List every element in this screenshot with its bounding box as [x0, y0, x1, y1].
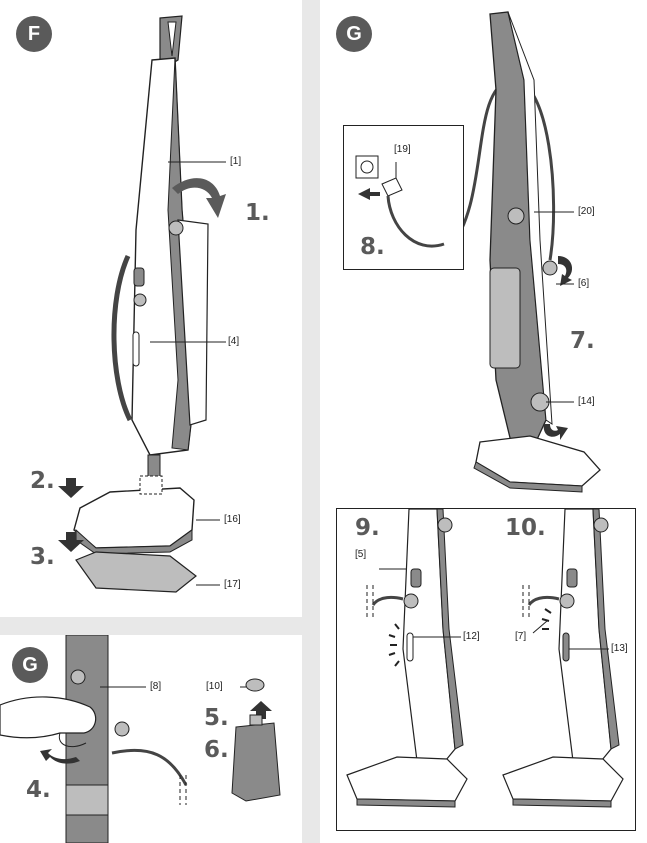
callout-label: [6] — [578, 278, 590, 289]
panel-g-main-badge: G — [336, 16, 372, 52]
step-number: 2. — [30, 468, 55, 494]
down-arrow — [58, 532, 84, 552]
down-arrow — [58, 478, 84, 498]
panel-f: F 1. 2. 3. [1] [4] — [0, 0, 302, 617]
step-number: 10. — [505, 515, 546, 541]
callout-label: [1] — [230, 156, 242, 167]
water-tank — [177, 219, 209, 426]
up-arrow — [250, 701, 272, 719]
step-number: 4. — [26, 777, 51, 803]
rotate-arrow — [172, 178, 226, 218]
power-cord — [111, 254, 133, 422]
callout-label: [5] — [355, 549, 367, 560]
panel-g-small: G 4. 5. 6. [8] [10] — [0, 635, 302, 843]
step-number: 1. — [245, 200, 270, 226]
step-number: 9. — [355, 515, 380, 541]
panel-f-badge: F — [16, 16, 52, 52]
callout-label: [8] — [150, 681, 162, 692]
water-tank — [231, 722, 281, 802]
callout-label: [12] — [463, 631, 480, 642]
callout-label: [20] — [578, 206, 595, 217]
panel-g-main-illustration — [448, 11, 601, 493]
steam-level-inset: 9. 10. [5] [12] [7] [13] — [336, 508, 636, 831]
hand-illustration — [0, 696, 97, 739]
callout-label: [14] — [578, 396, 595, 407]
rotate-arrow — [558, 256, 573, 286]
rotate-arrow — [543, 424, 568, 440]
step-number: 6. — [204, 737, 229, 763]
panel-f-illustration — [58, 15, 226, 593]
step-number: 8. — [360, 234, 385, 260]
callout-label: [17] — [224, 579, 241, 590]
callout-label: [7] — [515, 631, 527, 642]
power-cord — [111, 748, 188, 786]
step-number: 7. — [570, 328, 595, 354]
callout-label: [10] — [206, 681, 223, 692]
pull-arrow — [358, 188, 380, 200]
steam-level-illustration — [346, 509, 624, 808]
plug-illustration — [355, 155, 445, 248]
pull-arrow — [40, 749, 80, 764]
callout-label: [16] — [224, 514, 241, 525]
panel-g-main: G [19] 8. 7. [20] [6] [14 — [320, 0, 647, 843]
plug-icon — [381, 177, 403, 197]
callout-label: [19] — [394, 144, 411, 155]
steam-head — [73, 487, 195, 549]
callout-label: [4] — [228, 336, 240, 347]
step-number: 3. — [30, 544, 55, 570]
callout-label: [13] — [611, 643, 628, 654]
plug-inset: [19] 8. — [343, 125, 464, 270]
panel-g-small-badge: G — [12, 647, 48, 683]
panel-g-small-illustration — [0, 635, 281, 843]
step-number: 5. — [204, 705, 229, 731]
cleaning-pad — [75, 551, 197, 593]
